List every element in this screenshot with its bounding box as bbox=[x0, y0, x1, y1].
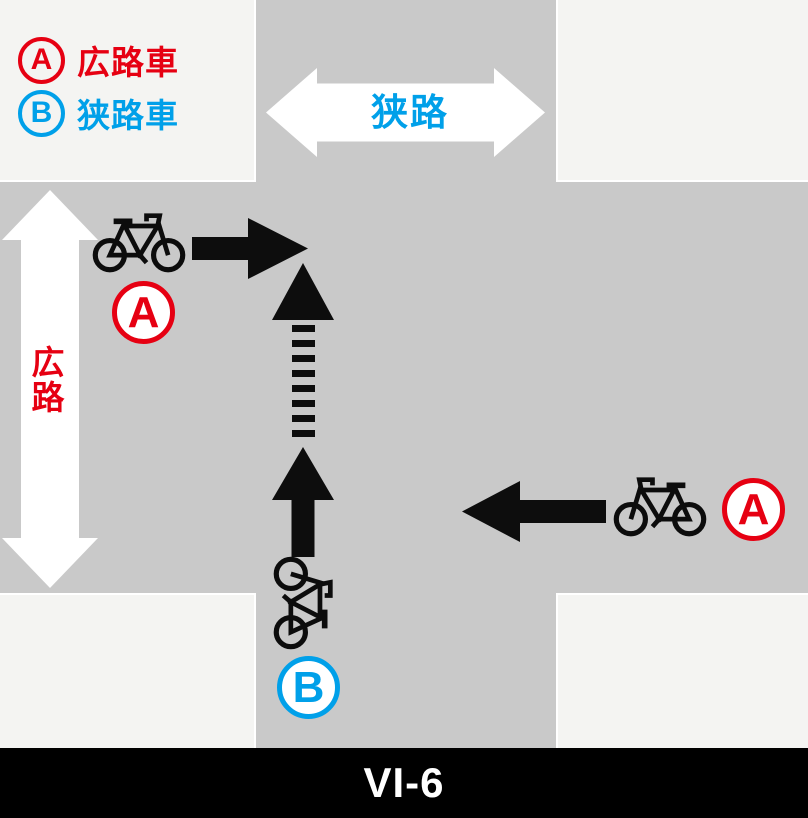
vehicle-b-continuation-arrowhead-icon bbox=[272, 263, 334, 320]
vehicle-a-right-arrow-icon bbox=[192, 218, 308, 279]
footer-bar: VI-6 bbox=[0, 748, 808, 818]
wide-road-extent-arrow-icon bbox=[2, 190, 98, 588]
legend-label-narrow-road-vehicle: 狭路車 bbox=[77, 97, 179, 134]
diagram-id-label: VI-6 bbox=[363, 759, 445, 806]
vehicle-b-up-arrow-icon bbox=[272, 447, 334, 557]
corner-block-bottom-right bbox=[556, 593, 808, 748]
wide-road-label: 広路 bbox=[31, 344, 65, 416]
bicycle-b-bottom-icon bbox=[272, 556, 336, 650]
bicycle-a-top-icon bbox=[92, 213, 186, 273]
legend-item-wide-road-vehicle: A 広路車 bbox=[18, 36, 179, 84]
corner-block-bottom-left bbox=[0, 593, 256, 748]
vehicle-marker-a-top: A bbox=[112, 281, 175, 344]
narrow-road-label: 狭路 bbox=[371, 92, 449, 133]
legend-item-narrow-road-vehicle: B 狭路車 bbox=[18, 89, 179, 137]
bicycle-a-right-icon bbox=[613, 477, 707, 537]
vehicle-a-left-arrow-icon bbox=[462, 481, 606, 542]
vehicle-b-dashed-path-icon bbox=[292, 325, 315, 445]
legend-badge-b: B bbox=[18, 89, 65, 137]
legend-label-wide-road-vehicle: 広路車 bbox=[77, 44, 179, 81]
legend-badge-a: A bbox=[18, 36, 65, 84]
vehicle-marker-b-bottom: B bbox=[277, 656, 340, 719]
corner-block-top-right bbox=[556, 0, 808, 182]
narrow-road-extent-arrow-icon bbox=[266, 68, 545, 157]
vehicle-marker-a-right: A bbox=[722, 478, 785, 541]
